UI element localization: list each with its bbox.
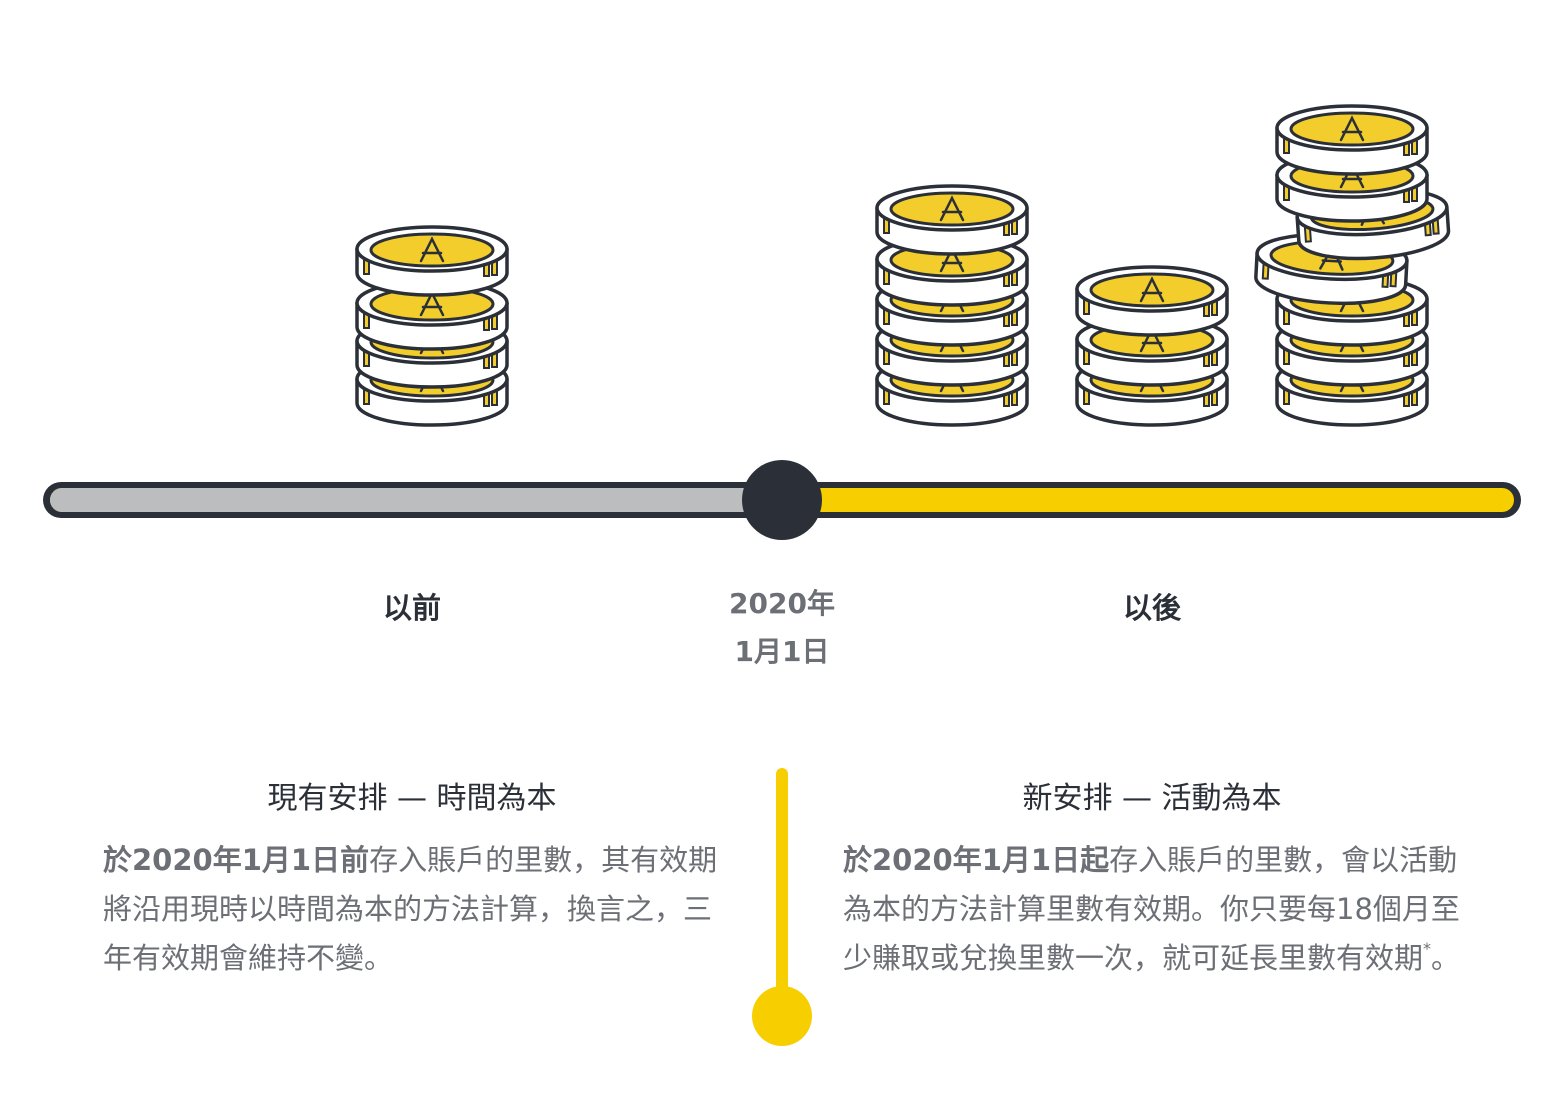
coin-stack-after-1 [875, 184, 1029, 427]
coin-stack-after-2 [1075, 265, 1229, 427]
date-year: 2020年 [729, 587, 835, 620]
new-arrangement-title: 新安排 — 活動為本 [1022, 781, 1282, 816]
timeline-marker [742, 460, 822, 540]
footnote-marker: * [1423, 939, 1432, 958]
current-arrangement-title: 現有安排 — 時間為本 [267, 781, 557, 816]
timeline-track [43, 460, 1521, 540]
column-divider [752, 768, 812, 1046]
after-label: 以後 [1122, 591, 1181, 625]
new-desc-highlight: 於2020年1月1日起 [843, 843, 1110, 877]
date-day: 1月1日 [734, 635, 830, 668]
new-desc-text: 存入賬戶的里數，會以活動為本的方法計算里數有效期。你只要每18個月至少賺取或兌換… [843, 843, 1460, 975]
new-arrangement-description: 於2020年1月1日起存入賬戶的里數，會以活動為本的方法計算里數有效期。你只要每… [843, 836, 1463, 983]
new-desc-end: 。 [1431, 941, 1461, 975]
timeline-before-segment [50, 488, 790, 512]
before-label: 以前 [382, 591, 441, 625]
current-desc-highlight: 於2020年1月1日前 [103, 843, 370, 877]
current-desc-text: 存入賬戶的里數，其有效期將沿用現時以時間為本的方法計算，換言之，三年有效期會維持… [103, 843, 718, 975]
date-label: 2020年 1月1日 [702, 580, 862, 676]
coin-stack-after-3 [1252, 104, 1452, 427]
current-arrangement-description: 於2020年1月1日前存入賬戶的里數，其有效期將沿用現時以時間為本的方法計算，換… [103, 836, 723, 983]
coin-stack-before [355, 225, 509, 427]
